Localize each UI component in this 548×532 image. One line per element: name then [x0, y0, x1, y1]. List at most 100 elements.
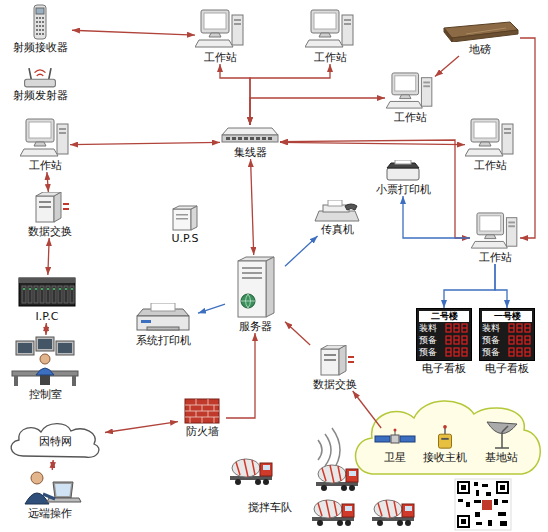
- icon-part: [173, 206, 197, 209]
- device-label: 数据交换: [28, 225, 72, 238]
- icon-part: [466, 28, 506, 34]
- icon-part: [506, 218, 516, 247]
- led-segment: [454, 336, 459, 344]
- board-heading: 二号楼: [419, 311, 469, 322]
- led-segment: [446, 351, 451, 352]
- network-link: [444, 264, 495, 308]
- icon-part: [242, 277, 262, 279]
- icon-part: [59, 128, 66, 130]
- icon-part: [54, 192, 61, 222]
- led-segment: [509, 339, 514, 340]
- network-link: [495, 264, 507, 308]
- icon-part: [35, 70, 46, 73]
- icon-part: [36, 196, 54, 222]
- icon-part: [241, 294, 255, 308]
- device-label: 射频发射器: [13, 89, 68, 102]
- network-link: [48, 238, 49, 275]
- icon-part: [394, 429, 397, 432]
- icon-part: [232, 137, 236, 140]
- rf-receiver-icon: [8, 4, 72, 40]
- firewall: 防火墙: [178, 398, 226, 438]
- icon-part: [55, 484, 71, 496]
- icon-part: [137, 316, 189, 330]
- icon-part: [452, 30, 518, 42]
- icon-part: [40, 286, 44, 303]
- icon-part: [173, 209, 191, 230]
- icon-part: [226, 137, 230, 140]
- icon-part: [232, 15, 243, 45]
- icon-part: [53, 288, 55, 290]
- workstation: 工作站: [195, 8, 245, 64]
- led-segment: [517, 339, 522, 340]
- board-heading: 一号楼: [482, 311, 532, 322]
- network-link: [47, 172, 48, 192]
- icon-part: [59, 288, 61, 290]
- board-row: 预备: [419, 334, 469, 346]
- icon-part: [387, 168, 419, 180]
- icon-part: [190, 399, 214, 423]
- icon-part: [319, 33, 331, 37]
- icon-part: [244, 137, 248, 140]
- led-segment: [462, 348, 467, 356]
- led-segment: [446, 339, 451, 340]
- network-link: [435, 56, 459, 77]
- icon-part: [423, 85, 430, 87]
- control-room-icon: [10, 335, 80, 387]
- device-label: 工作站: [394, 111, 427, 124]
- icon-part: [18, 343, 32, 353]
- icon-part: [305, 40, 343, 47]
- led-segment: [509, 348, 514, 356]
- icon-part: [58, 286, 62, 303]
- device-label: 工作站: [479, 251, 512, 264]
- icon-part: [348, 361, 354, 363]
- remote-operator-icon: [10, 470, 90, 506]
- internet-cloud: 因特网: [5, 420, 105, 460]
- board-caption: 电子看板: [422, 362, 466, 375]
- board-row-label: 装料: [419, 322, 437, 334]
- ipc-rack-icon: [18, 275, 76, 309]
- data-switch: 数据交换: [25, 192, 75, 238]
- network-link: [353, 391, 381, 428]
- icon-part: [238, 137, 242, 140]
- receiver-host: 接收主机: [418, 424, 472, 464]
- device-label: 数据交换: [313, 378, 357, 391]
- icon-part: [63, 208, 69, 210]
- ipc-rack: I.P.C: [18, 275, 76, 323]
- icon-part: [39, 201, 51, 203]
- icon-part: [56, 341, 74, 355]
- icon-part: [339, 345, 346, 375]
- device-label: I.P.C: [36, 310, 59, 323]
- fax-machine: 传真机: [312, 200, 362, 236]
- led-segment: [462, 339, 467, 340]
- network-link: [285, 236, 318, 266]
- remote-operator: 远端操作: [10, 470, 90, 520]
- board-row: 装料: [482, 322, 532, 334]
- led-board: 一号楼装料预备预备电子看板: [478, 308, 536, 375]
- device-label: 基地站: [485, 451, 518, 464]
- led-segment: [509, 336, 514, 344]
- icon-part: [39, 25, 41, 27]
- icon-part: [29, 288, 31, 290]
- icon-part: [19, 278, 75, 283]
- rf-transmitter-icon: [8, 66, 72, 88]
- led-digits: [445, 323, 469, 333]
- icon-part: [222, 135, 278, 142]
- workstation-icon: [385, 72, 435, 110]
- led-segment: [517, 348, 522, 356]
- led-segment: [446, 327, 451, 328]
- rf-transmitter: 射频发射器: [8, 66, 72, 102]
- icon-part: [23, 288, 25, 290]
- board-row-label: 装料: [482, 322, 500, 334]
- led-segment: [454, 327, 459, 328]
- icon-part: [400, 95, 411, 99]
- device-label: 小票打印机: [376, 183, 431, 196]
- board-panel: 二号楼装料预备预备: [416, 308, 472, 361]
- icon-part: [344, 23, 351, 25]
- icon-part: [40, 354, 50, 364]
- network-link: [520, 38, 535, 238]
- led-segment: [462, 327, 467, 328]
- icon-part: [348, 356, 354, 358]
- icon-part: [65, 288, 67, 290]
- led-segment: [509, 324, 514, 332]
- icon-part: [495, 426, 509, 448]
